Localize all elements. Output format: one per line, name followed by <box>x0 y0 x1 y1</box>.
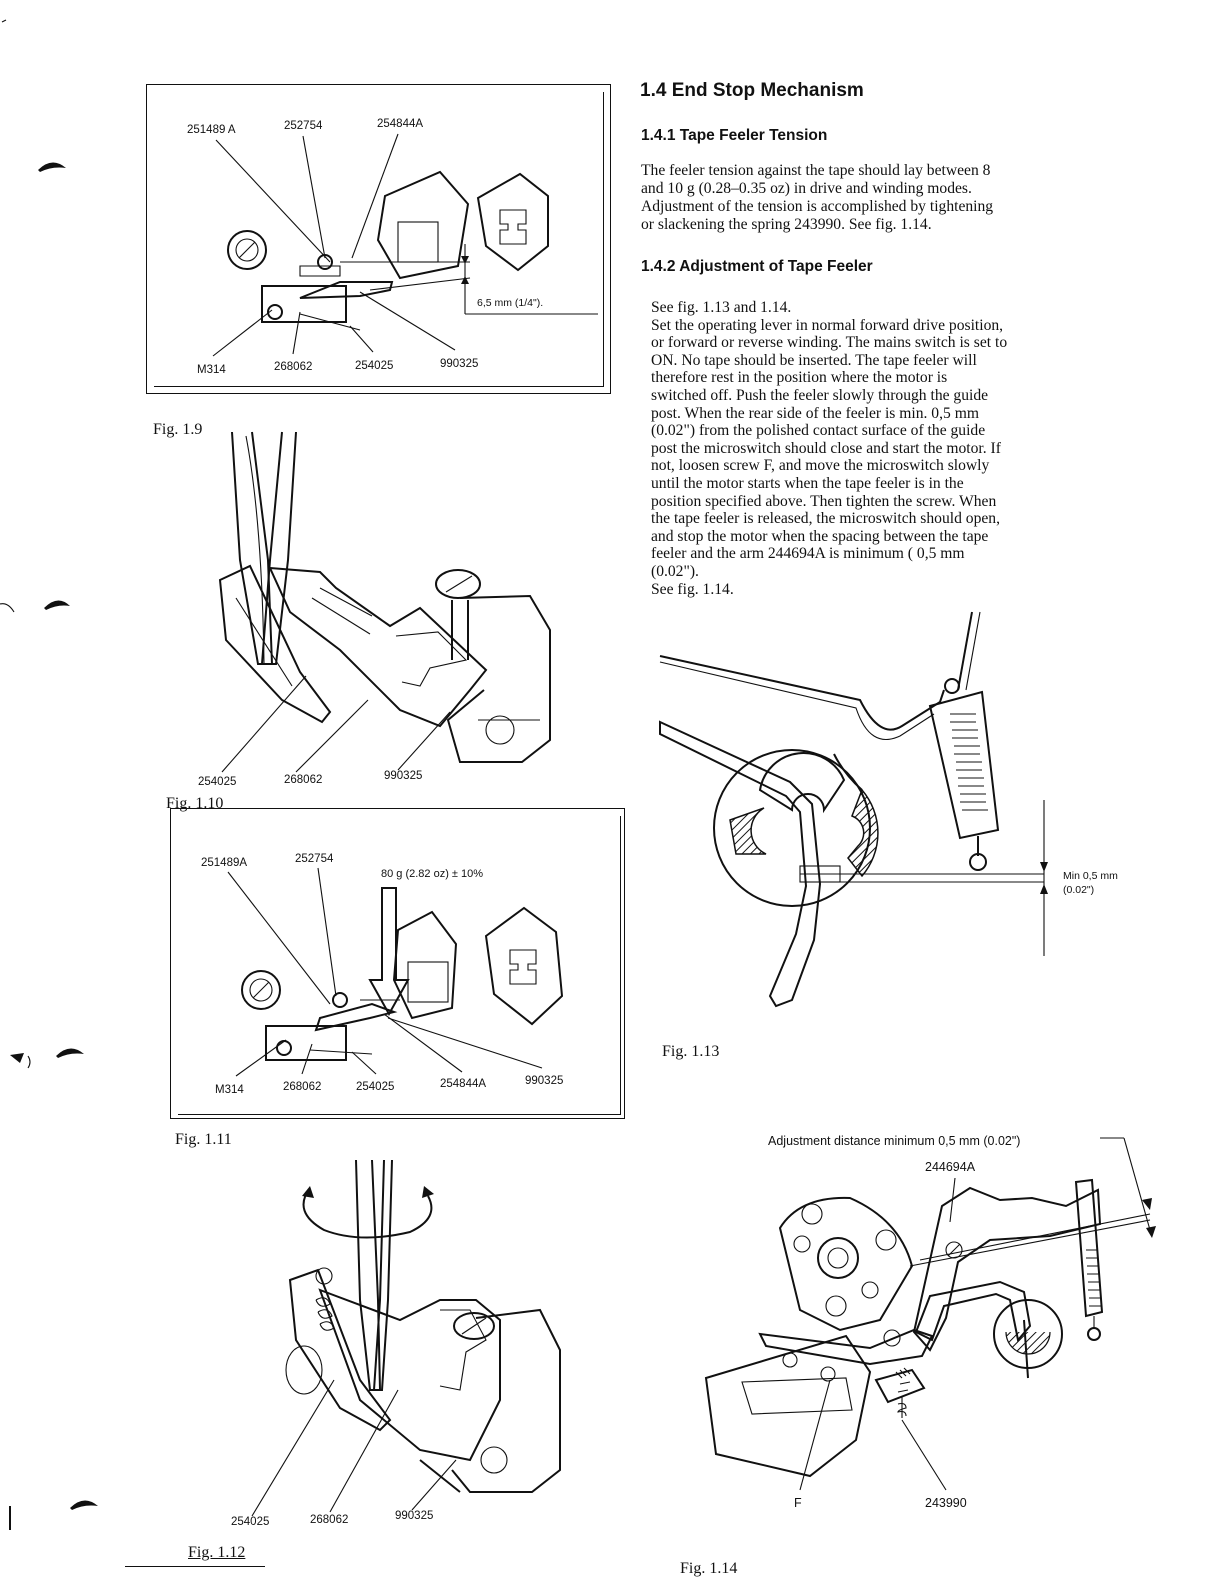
fig-1-11-label-2: 252754 <box>295 853 334 865</box>
text-line: the tape feeler is released, the microsw… <box>651 510 1001 528</box>
fig-1-12-caption: Fig. 1.12 <box>188 1544 246 1561</box>
fig-1-14-caption: Fig. 1.14 <box>680 1560 738 1577</box>
fig-1-11-caption: Fig. 1.11 <box>175 1131 232 1148</box>
fig-1-10-label-2: 268062 <box>284 774 323 786</box>
fig-1-9-label-1: 251489 A <box>187 124 236 136</box>
fig-1-9-caption: Fig. 1.9 <box>153 421 203 438</box>
fig-1-14-adjust-label: Adjustment distance minimum 0,5 mm (0.02… <box>768 1134 1021 1148</box>
fig-1-11-force: 80 g (2.82 oz) ± 10% <box>381 868 484 880</box>
fig-1-11-inner-frame <box>178 816 621 1115</box>
fig-1-12-label-1: 254025 <box>231 1516 270 1528</box>
subsection-1-title: 1.4.1 Tape Feeler Tension <box>641 127 828 144</box>
fig-1-13-caption: Fig. 1.13 <box>662 1043 720 1060</box>
fig-1-9-label-3: 254844A <box>377 118 424 130</box>
text-line: ON. No tape should be inserted. The tape… <box>651 351 977 369</box>
fig-1-9-label-5: 268062 <box>274 361 313 373</box>
fig-1-11-label-6: 254844A <box>440 1078 487 1090</box>
fig-1-10-label-3: 990325 <box>384 770 423 782</box>
bottom-rule <box>125 1566 265 1567</box>
text-line: and stop the motor when the spacing betw… <box>651 527 989 545</box>
fig-1-11-label-5: 254025 <box>356 1081 395 1093</box>
fig-1-13-min-1: Min 0,5 mm <box>1063 870 1118 882</box>
fig-1-11-label-1: 251489A <box>201 857 248 869</box>
fig-1-9-inner-frame <box>154 92 604 387</box>
subsection-2-title: 1.4.2 Adjustment of Tape Feeler <box>641 258 873 275</box>
fig-1-9-label-2: 252754 <box>284 120 323 132</box>
fig-1-13-min-2: (0.02") <box>1063 884 1095 896</box>
subsection-2-text: See fig. 1.13 and 1.14. Set the operatin… <box>651 299 1106 598</box>
fig-1-9-frame <box>146 84 611 394</box>
text-line: or forward or reverse winding. The mains… <box>651 334 1008 352</box>
text-line: Adjustment of the tension is accomplishe… <box>641 198 994 215</box>
text-line: Set the operating lever in normal forwar… <box>651 316 1004 334</box>
fig-1-11-label-7: 990325 <box>525 1075 564 1087</box>
fig-1-9-label-7: 990325 <box>440 358 479 370</box>
text-line: therefore rest in the position where the… <box>651 369 948 387</box>
subsection-1-text: The feeler tension against the tape shou… <box>641 162 1096 234</box>
fig-1-12-label-3: 990325 <box>395 1510 434 1522</box>
text-line: The feeler tension against the tape shou… <box>641 162 991 179</box>
text-line: not, loosen screw F, and move the micros… <box>651 457 990 475</box>
fig-1-11-frame <box>170 808 625 1119</box>
fig-1-14-label-3: 243990 <box>925 1496 967 1510</box>
fig-1-14-label-2: F <box>794 1496 802 1510</box>
text-line: feeler and the arm 244694A is minimum ( … <box>651 545 965 563</box>
fig-1-9-label-6: 254025 <box>355 360 394 372</box>
fig-1-14-label-1: 244694A <box>925 1160 976 1174</box>
fig-1-12-label-2: 268062 <box>310 1514 349 1526</box>
text-line: See fig. 1.13 and 1.14. <box>651 299 792 316</box>
section-title: 1.4 End Stop Mechanism <box>640 80 864 101</box>
text-line: (0.02"). <box>651 562 699 580</box>
text-line: See fig. 1.14. <box>651 580 734 598</box>
fig-1-10-label-1: 254025 <box>198 776 237 788</box>
fig-1-11-label-3: M314 <box>215 1084 244 1096</box>
text-line: post the microswitch should close and st… <box>651 439 1001 457</box>
text-line: post. When the rear side of the feeler i… <box>651 404 979 422</box>
fig-1-9-dimension: 6,5 mm (1/4"). <box>477 297 544 309</box>
text-line: switched off. Push the feeler slowly thr… <box>651 386 989 404</box>
text-line: or slackening the spring 243990. See fig… <box>641 216 932 233</box>
margin-marks <box>0 19 98 1530</box>
fig-1-9-label-4: M314 <box>197 364 226 376</box>
fig-1-11-label-4: 268062 <box>283 1081 322 1093</box>
text-line: (0.02") from the polished contact surfac… <box>651 422 986 440</box>
text-line: and 10 g (0.28–0.35 oz) in drive and win… <box>641 180 972 197</box>
text-line: position specified above. Then tighten t… <box>651 492 997 510</box>
fig-1-10-caption: Fig. 1.10 <box>166 795 224 812</box>
text-line: until the motor starts when the tape fee… <box>651 474 964 492</box>
